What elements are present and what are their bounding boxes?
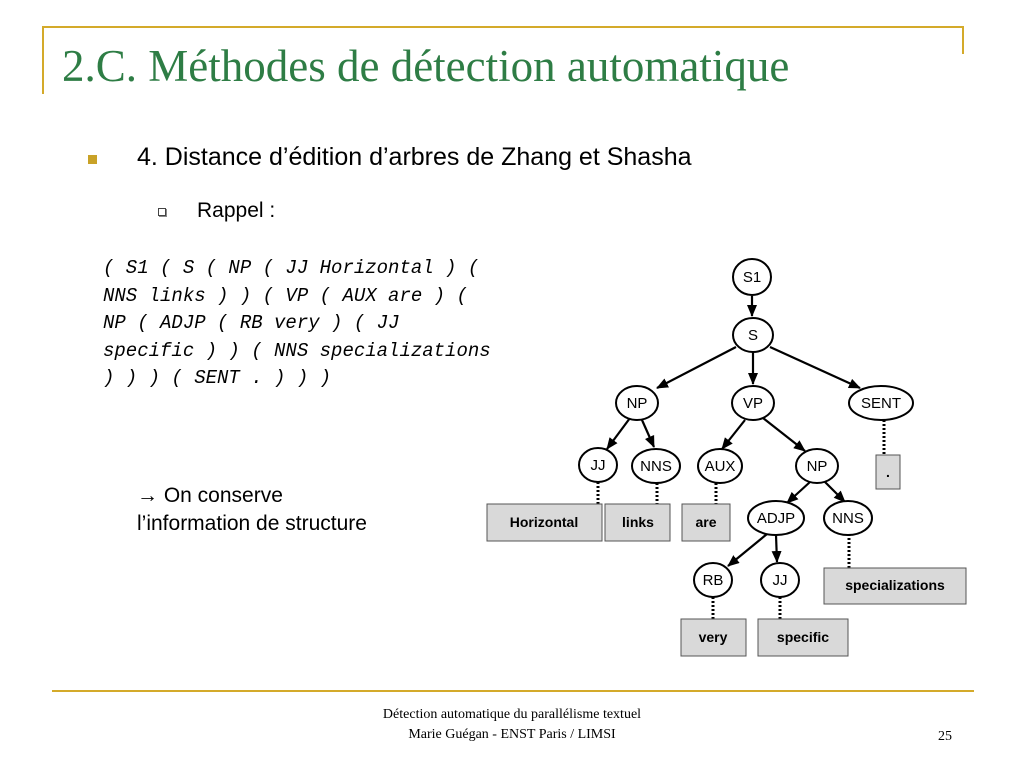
- tree-node: [693, 562, 733, 598]
- leaf-label: very: [699, 629, 728, 645]
- tree-edge: [769, 345, 861, 390]
- node-label: NNS: [640, 458, 672, 475]
- leaf-box: [486, 503, 603, 542]
- node-labels: S1 S NP VP SENT JJ NNS AUX NP ADJP NNS R…: [591, 269, 902, 589]
- tree-edge: [727, 533, 768, 567]
- leaf-box: [604, 503, 671, 542]
- node-label: S: [748, 327, 758, 344]
- bracketed-parse-text: ( S1 ( S ( NP ( JJ Horizontal ) ( NNS li…: [103, 255, 583, 393]
- tree-edge: [786, 481, 811, 504]
- footer-line-1: Détection automatique du parallélisme te…: [382, 707, 642, 722]
- frame-top-rule: [42, 26, 964, 28]
- tree-node: [631, 448, 681, 484]
- phrase-nodes: [578, 258, 914, 598]
- conclusion-line: l’information de structure: [137, 512, 367, 535]
- square-bullet-icon: [88, 155, 97, 164]
- conclusion-line: → On conserve: [137, 484, 283, 507]
- node-label: NNS: [832, 510, 864, 527]
- tree-edge: [824, 481, 846, 503]
- tree-node: [697, 448, 743, 484]
- node-label: JJ: [591, 457, 606, 474]
- tree-edge: [606, 417, 631, 450]
- code-line: ( S1 ( S ( NP ( JJ Horizontal ) (: [103, 257, 480, 279]
- tree-edge: [762, 417, 806, 452]
- frame-left-rule: [42, 26, 44, 94]
- node-label: S1: [743, 269, 761, 286]
- leaf-label: specific: [777, 629, 829, 645]
- leaf-label: are: [695, 514, 716, 530]
- code-line: NNS links ) ) ( VP ( AUX are ) (: [103, 284, 468, 307]
- node-label: VP: [743, 395, 763, 412]
- slide-title: 2.C. Méthodes de détection automatique: [62, 41, 790, 91]
- page-number: 25: [938, 729, 952, 744]
- tree-edge: [640, 419, 656, 448]
- leaf-box: [875, 454, 901, 490]
- leaf-box: [680, 618, 747, 657]
- hollow-square-bullet-icon: [158, 208, 166, 216]
- leaf-label: .: [886, 464, 890, 480]
- node-label: NP: [807, 458, 828, 475]
- tree-edge: [656, 346, 737, 389]
- leaf-boxes: [486, 454, 967, 657]
- tree-node: [747, 500, 805, 536]
- code-line: ) ) ) ( SENT . ) ) ): [103, 367, 332, 389]
- footer-text: Détection automatique du parallélisme te…: [312, 705, 712, 745]
- bullet-text-level1: 4. Distance d’édition d’arbres de Zhang …: [137, 143, 692, 171]
- leaf-labels: Horizontal links are . specializations v…: [510, 464, 945, 645]
- node-label: AUX: [705, 458, 736, 475]
- tree-node: [795, 448, 839, 484]
- code-line: NP ( ADJP ( RB very ) ( JJ: [103, 312, 400, 334]
- code-line: specific ) ) ( NNS specializations: [103, 339, 491, 362]
- tree-edges: [606, 296, 861, 567]
- node-label: RB: [703, 572, 724, 589]
- tree-node: [615, 385, 659, 421]
- tree-node: [578, 447, 618, 483]
- footer-line-2: Marie Guégan - ENST Paris / LIMSI: [408, 727, 616, 742]
- tree-edge: [771, 534, 782, 563]
- leaf-label: specializations: [845, 577, 945, 593]
- tree-node: [848, 385, 914, 421]
- bullet-text-level2: Rappel :: [197, 199, 276, 222]
- footer-rule: [52, 690, 974, 692]
- node-label: ADJP: [757, 510, 795, 527]
- leaf-box: [681, 503, 731, 542]
- tree-node: [732, 317, 774, 353]
- node-label: JJ: [773, 572, 788, 589]
- tree-node: [760, 562, 800, 598]
- tree-edge: [721, 419, 746, 450]
- node-label: SENT: [861, 395, 901, 412]
- leaf-connectors: [596, 420, 886, 619]
- frame-right-rule: [962, 26, 964, 54]
- conclusion-text: → On conserve l’information de structure: [137, 482, 367, 538]
- leaf-box: [757, 618, 849, 657]
- tree-node: [732, 258, 772, 296]
- tree-node: [823, 500, 873, 536]
- leaf-box: [823, 567, 967, 605]
- tree-node: [731, 385, 775, 421]
- leaf-label: links: [622, 514, 654, 530]
- leaf-label: Horizontal: [510, 514, 578, 530]
- node-label: NP: [627, 395, 648, 412]
